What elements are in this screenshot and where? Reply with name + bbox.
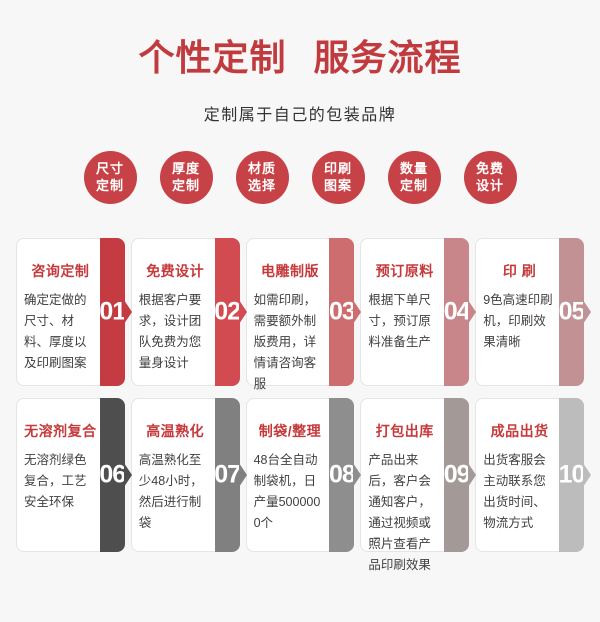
feature-badges: 尺寸 定制 厚度 定制 材质 选择 印刷 图案 数量 定制 免费 设计	[0, 151, 600, 205]
arrow-right-icon	[353, 300, 362, 325]
step-number-band: 08	[328, 398, 356, 553]
badge-label: 图案	[323, 177, 352, 193]
step-description: 48台全自动制袋机，日产量5000000个	[253, 453, 321, 531]
step-number: 10	[558, 460, 586, 489]
badge-label: 印刷	[323, 161, 352, 176]
badge-label: 材质	[247, 161, 276, 176]
step-card-08: 制袋/整理 48台全自动制袋机，日产量5000000个 08	[245, 398, 362, 553]
badge-label: 尺寸	[95, 161, 124, 176]
step-title: 电雕制版	[260, 263, 319, 280]
step-number-band: 03	[328, 238, 356, 387]
step-number: 03	[328, 297, 356, 326]
step-card-07: 高温熟化 高温熟化至少48小时，然后进行制袋 07	[130, 398, 247, 553]
step-title: 咨询定制	[31, 263, 90, 280]
arrow-right-icon	[468, 300, 477, 325]
step-description: 根据下单尺寸，预订原料准备生产	[368, 293, 431, 350]
step-title: 打包出库	[375, 423, 434, 440]
badge-label: 设计	[475, 177, 504, 193]
step-number-band: 10	[558, 398, 586, 553]
arrow-right-icon	[123, 300, 132, 325]
step-title: 高温熟化	[146, 423, 205, 440]
step-card-02: 免费设计 根据客户要求，设计团队免费为您量身设计 02	[130, 238, 247, 387]
badge-circle-design: 免费 设计	[463, 151, 517, 205]
badge-label: 定制	[171, 177, 200, 193]
step-card-06: 无溶剂复合 无溶剂绿色复合，工艺安全环保 06	[16, 398, 132, 553]
badge-circle-thickness: 厚度 定制	[159, 151, 213, 205]
badge-circle-quantity: 数量 定制	[387, 151, 441, 205]
step-description: 无溶剂绿色复合，工艺安全环保	[24, 453, 87, 510]
steps-grid: 咨询定制 确定定做的尺寸、材料、厚度以及印刷图案 01 免费设计 根据客户要求，…	[0, 238, 600, 572]
step-card-03: 电雕制版 如需印刷，需要额外制版费用，详情请咨询客服 03	[245, 238, 362, 391]
step-number: 06	[99, 460, 126, 489]
step-card-09: 打包出库 产品出来后，客户会通知客户，通过视频或照片查看产品印刷效果 09	[360, 398, 477, 572]
step-description: 出货客服会主动联系您出货时间、物流方式	[483, 453, 546, 531]
badge-circle-size: 尺寸 定制	[83, 151, 137, 205]
badge-circle-print: 印刷 图案	[311, 151, 365, 205]
header: 个性定制 服务流程 定制属于自己的包装品牌	[0, 0, 600, 125]
arrow-right-icon	[468, 463, 477, 488]
step-number: 09	[443, 460, 471, 489]
step-number: 07	[214, 460, 241, 489]
step-number-band: 07	[214, 398, 241, 553]
step-number: 04	[443, 297, 471, 326]
badge-label: 定制	[399, 177, 428, 193]
step-number-band: 06	[99, 398, 126, 553]
page-title: 个性定制 服务流程	[138, 37, 462, 79]
page-subtitle: 定制属于自己的包装品牌	[203, 107, 397, 125]
step-number: 01	[99, 297, 126, 326]
step-title: 成品出货	[490, 423, 549, 440]
step-description: 确定定做的尺寸、材料、厚度以及印刷图案	[24, 293, 87, 371]
step-card-01: 咨询定制 确定定做的尺寸、材料、厚度以及印刷图案 01	[16, 238, 132, 387]
step-number: 08	[328, 460, 356, 489]
badge-label: 数量	[399, 161, 428, 176]
arrow-right-icon	[123, 463, 132, 488]
step-number-band: 05	[558, 238, 586, 387]
step-number-band: 04	[443, 238, 471, 387]
badge-label: 厚度	[171, 161, 200, 176]
step-card-04: 预订原料 根据下单尺寸，预订原料准备生产 04	[360, 238, 477, 387]
step-card-05: 印 刷 9色高速印刷机，印刷效果清晰 05	[475, 238, 591, 387]
step-title: 制袋/整理	[258, 423, 322, 440]
step-number-band: 01	[99, 238, 126, 387]
step-description: 如需印刷，需要额外制版费用，详情请咨询客服	[253, 293, 317, 392]
step-description: 根据客户要求，设计团队免费为您量身设计	[138, 293, 202, 371]
step-title: 无溶剂复合	[24, 423, 97, 440]
step-title: 预订原料	[375, 263, 434, 280]
arrow-right-icon	[583, 300, 591, 325]
badge-label: 定制	[95, 177, 124, 193]
step-number-band: 09	[443, 398, 471, 553]
step-number-band: 02	[214, 238, 241, 387]
badge-circle-material: 材质 选择	[235, 151, 289, 205]
step-number: 05	[558, 297, 586, 326]
arrow-right-icon	[238, 300, 247, 325]
arrow-right-icon	[238, 463, 247, 488]
arrow-right-icon	[353, 463, 362, 488]
badge-label: 选择	[247, 177, 276, 193]
badge-label: 免费	[475, 161, 504, 176]
step-description: 高温熟化至少48小时，然后进行制袋	[138, 453, 203, 531]
step-number: 02	[214, 297, 241, 326]
step-card-10: 成品出货 出货客服会主动联系您出货时间、物流方式 10	[475, 398, 591, 553]
arrow-right-icon	[583, 463, 591, 488]
step-title: 免费设计	[146, 263, 205, 280]
step-description: 9色高速印刷机，印刷效果清晰	[483, 293, 553, 350]
step-title: 印 刷	[502, 263, 537, 280]
step-description: 产品出来后，客户会通知客户，通过视频或照片查看产品印刷效果	[368, 453, 431, 573]
